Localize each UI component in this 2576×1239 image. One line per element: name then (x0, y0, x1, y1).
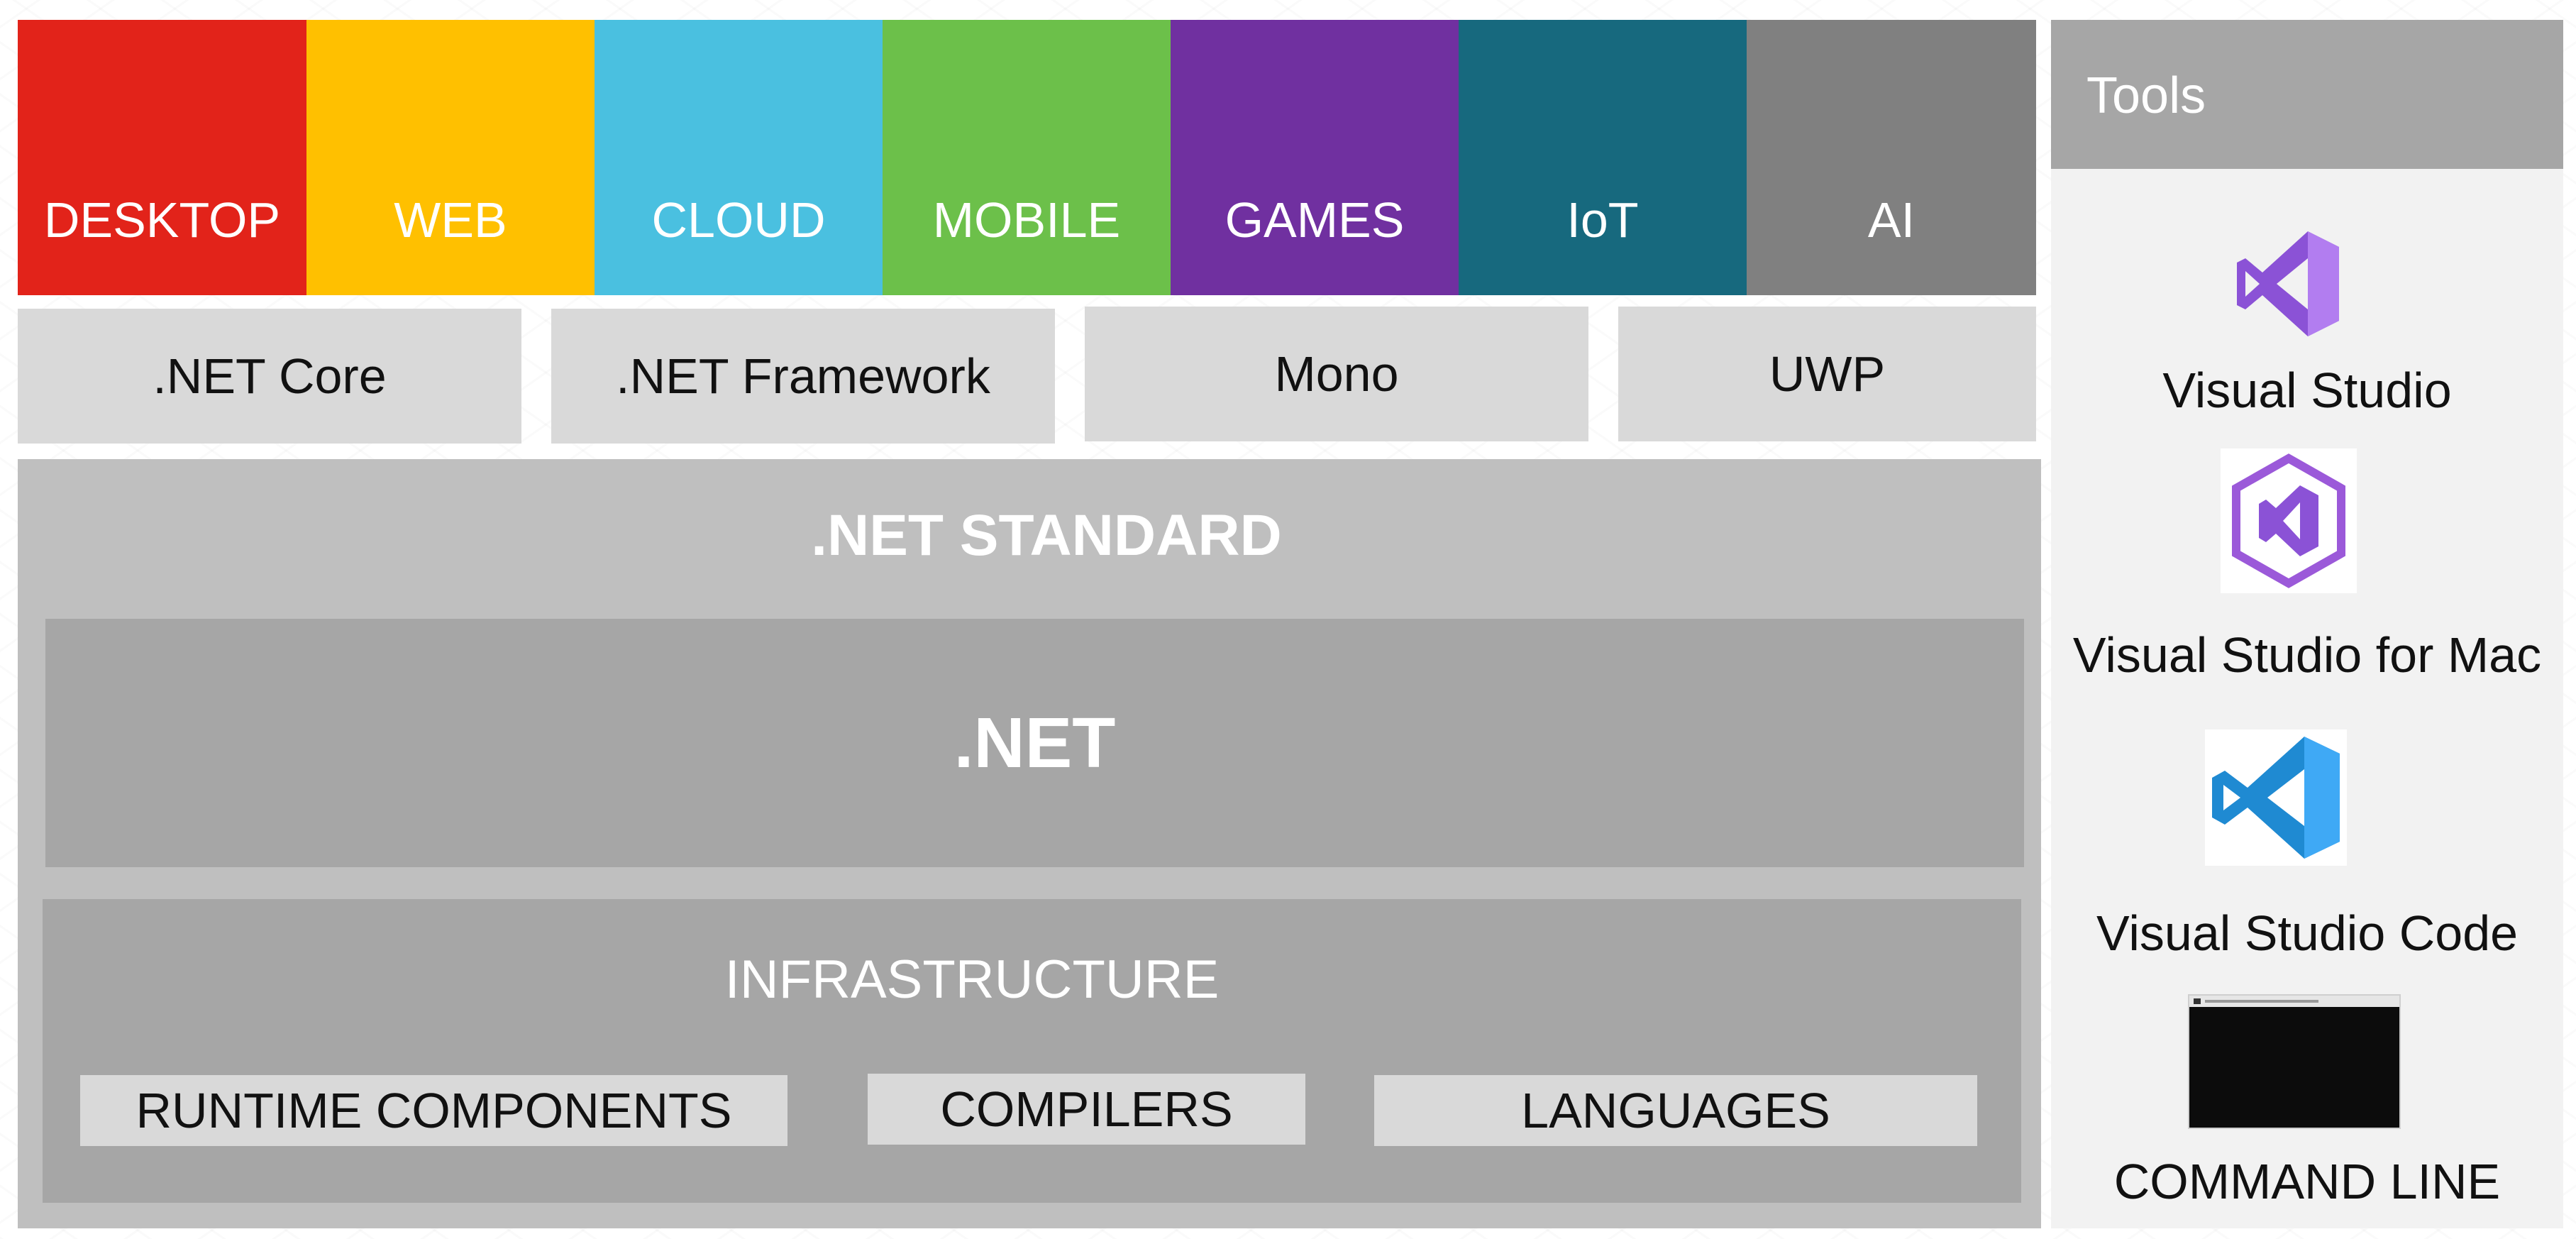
runtime-net-core-label: .NET Core (153, 348, 387, 404)
workload-cloud-label: CLOUD (651, 192, 826, 248)
infrastructure-block (43, 899, 2021, 1203)
terminal-icon (2188, 994, 2401, 1129)
workload-iot: IoT (1459, 20, 1747, 295)
visual-studio-mac-icon (2221, 448, 2357, 593)
tools-header (2051, 20, 2563, 169)
tool-command-line-label: COMMAND LINE (2113, 1154, 2501, 1209)
runtime-mono-label: Mono (1274, 346, 1399, 402)
tools-title: Tools (2086, 67, 2206, 124)
runtime-net-core: .NET Core (18, 309, 521, 444)
infrastructure-title: INFRASTRUCTURE (724, 949, 1220, 1010)
workload-games: GAMES (1171, 20, 1459, 295)
runtime-uwp: UWP (1618, 307, 2036, 441)
infra-compilers-label: COMPILERS (940, 1081, 1233, 1137)
tool-visual-studio-mac-label: Visual Studio for Mac (2072, 627, 2542, 683)
runtime-net-framework-label: .NET Framework (616, 348, 990, 404)
visual-studio-icon (2231, 227, 2345, 341)
infra-compilers: COMPILERS (868, 1074, 1305, 1145)
infra-languages-label: LANGUAGES (1521, 1083, 1830, 1138)
runtime-net-framework: .NET Framework (551, 309, 1055, 444)
tool-vscode-label: Visual Studio Code (2096, 905, 2519, 961)
workload-mobile-label: MOBILE (932, 192, 1121, 248)
tool-visual-studio-label: Visual Studio (2162, 363, 2452, 418)
net-block-label: .NET (953, 703, 1116, 783)
workload-iot-label: IoT (1566, 192, 1639, 248)
workload-ai: AI (1747, 20, 2036, 295)
workload-desktop: DESKTOP (18, 20, 306, 295)
workload-desktop-label: DESKTOP (43, 192, 281, 248)
infra-runtime-components-label: RUNTIME COMPONENTS (136, 1083, 732, 1138)
workload-games-label: GAMES (1225, 192, 1405, 248)
runtime-uwp-label: UWP (1769, 346, 1886, 402)
net-standard-title: .NET STANDARD (811, 503, 1282, 568)
workload-ai-label: AI (1867, 192, 1916, 248)
infra-languages: LANGUAGES (1374, 1075, 1977, 1146)
workload-web: WEB (306, 20, 595, 295)
workload-cloud: CLOUD (595, 20, 883, 295)
workload-mobile: MOBILE (883, 20, 1171, 295)
vscode-icon (2205, 729, 2347, 866)
workload-web-label: WEB (394, 192, 507, 248)
runtime-mono: Mono (1085, 307, 1588, 441)
infra-runtime-components: RUNTIME COMPONENTS (80, 1075, 787, 1146)
net-block: .NET (45, 619, 2024, 867)
